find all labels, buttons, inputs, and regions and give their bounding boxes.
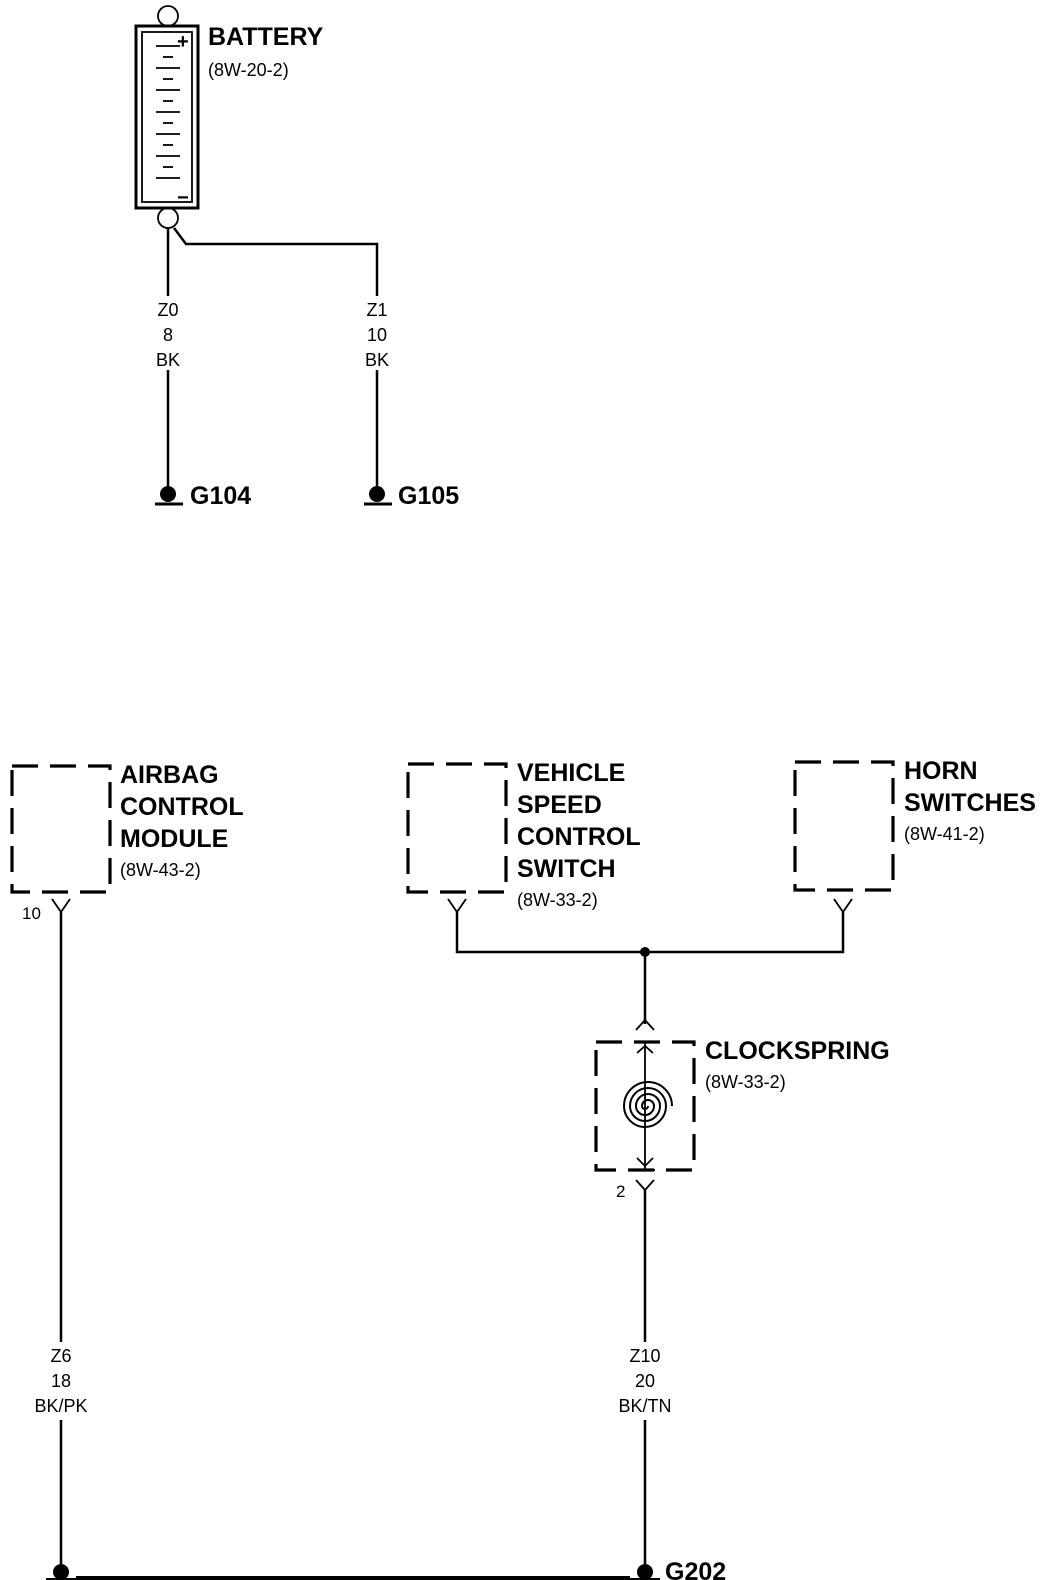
horn-title-line1: HORN [904,757,978,785]
airbag-pin-number: 10 [22,904,41,923]
battery-inner-frame [141,31,193,203]
wire-z10-gauge: 20 [635,1371,655,1391]
speed-title-line3: CONTROL [517,823,641,851]
airbag-ref: (8W-43-2) [120,860,201,880]
ground-g104-symbol [155,486,183,506]
wire-z6-circuit: Z6 [50,1346,71,1366]
switch-bus-wire [455,912,845,954]
clockspring-bottom-connector [635,1179,655,1192]
clockspring-pin-number: 2 [616,1182,625,1201]
airbag-title-line3: MODULE [120,825,228,853]
wire-z10-color: BK/TN [618,1396,671,1416]
horn-ref: (8W-41-2) [904,824,985,844]
ground-g104-label: G104 [190,482,251,510]
ground-g105-label: G105 [398,482,459,510]
clockspring-title: CLOCKSPRING [705,1037,890,1065]
battery-positive-terminal [157,5,179,27]
vehicle-speed-control-switch: VEHICLE SPEED CONTROL SWITCH (8W-33-2) [406,759,641,910]
battery-cell-plates [156,45,180,179]
clockspring-coil-icon [622,1081,673,1128]
battery-minus-sign: − [177,187,189,209]
wire-z0-circuit: Z0 [157,300,178,320]
horn-switches-box [793,760,895,892]
ground-g105-symbol [364,486,392,506]
airbag-title-line1: AIRBAG [120,761,219,789]
speed-title-line2: SPEED [517,791,602,819]
battery-plus-sign: + [177,31,189,53]
horn-title-line2: SWITCHES [904,789,1036,817]
clockspring-ref: (8W-33-2) [705,1072,786,1092]
speed-connector-pin [447,898,467,914]
clockspring-top-connector [635,1018,655,1031]
battery-ref: (8W-20-2) [208,60,289,80]
ground-g202-right-symbol [630,1564,660,1580]
wire-z1-circuit: Z1 [366,300,387,320]
battery-negative-terminal [157,207,179,229]
airbag-title-line2: CONTROL [120,793,244,821]
wire-z6-gauge: 18 [51,1371,71,1391]
wire-z1-color: BK [365,350,389,370]
wire-z6-color: BK/PK [34,1396,87,1416]
wire-z0-gauge: 8 [163,325,173,345]
ground-g202-label: G202 [665,1558,726,1580]
wire-z10-circuit: Z10 [629,1346,660,1366]
speed-title-line4: SWITCH [517,855,616,883]
airbag-module-box [10,764,112,894]
battery: + − BATTERY (8W-20-2) [134,5,324,229]
speed-switch-box [406,762,508,894]
battery-title: BATTERY [208,23,324,51]
wire-z1-gauge: 10 [367,325,387,345]
airbag-connector-pin [51,898,71,914]
speed-ref: (8W-33-2) [517,890,598,910]
clockspring: CLOCKSPRING (8W-33-2) [594,1018,890,1172]
battery-body [134,24,200,210]
speed-title-line1: VEHICLE [517,759,625,787]
horn-switches: HORN SWITCHES (8W-41-2) [793,757,1036,892]
wire-z1-upper [173,227,379,296]
ground-g202-left-symbol [46,1564,76,1580]
wire-z0-color: BK [156,350,180,370]
airbag-control-module: AIRBAG CONTROL MODULE (8W-43-2) [10,761,244,894]
battery-ground-wires [166,227,379,486]
horn-connector-pin [833,898,853,914]
